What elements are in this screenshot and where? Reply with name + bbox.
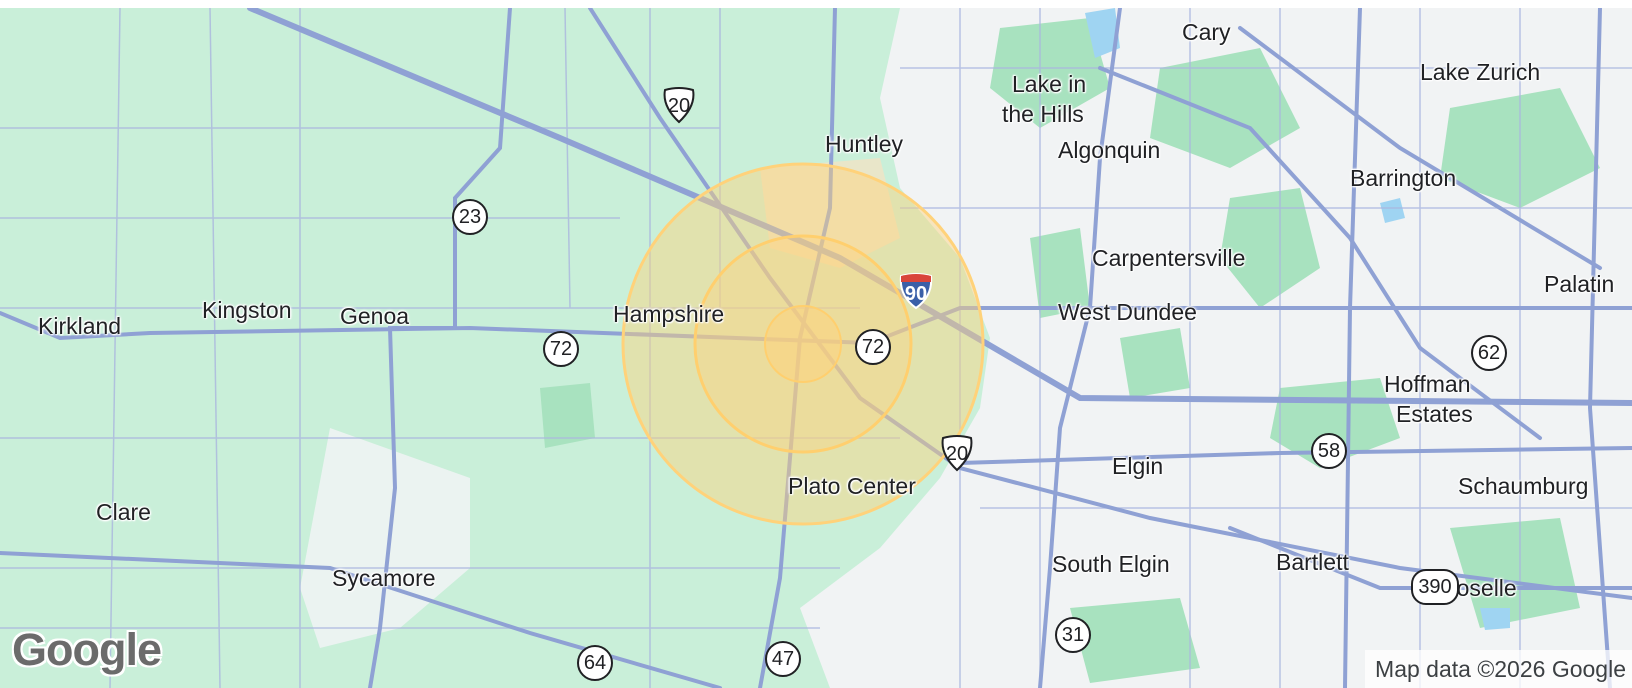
map-base-layer — [0, 8, 1632, 688]
place-label: Genoa — [340, 303, 410, 329]
place-label: Cary — [1182, 19, 1231, 45]
route-shield-il-72: 72 — [854, 328, 892, 366]
route-number: 58 — [1317, 440, 1341, 462]
park-areas — [540, 18, 1600, 683]
route-number: 47 — [771, 648, 795, 670]
route-shield-il-58: 58 — [1310, 432, 1348, 470]
route-shield-il-47: 47 — [764, 640, 802, 678]
place-label: Sycamore — [332, 565, 436, 591]
place-label: Estates — [1396, 401, 1473, 427]
place-label: Algonquin — [1058, 137, 1161, 163]
route-shield-us-20: 20 — [938, 434, 976, 472]
place-label: Lake in — [1012, 71, 1087, 97]
state-route-shield-icon — [855, 329, 891, 365]
route-shield-il-64: 64 — [576, 644, 614, 682]
route-shield-icon — [1411, 569, 1459, 605]
route-number: 23 — [458, 206, 482, 228]
route-shield-il-72: 72 — [542, 330, 580, 368]
state-route-shield-icon — [543, 331, 579, 367]
state-route-shield-icon — [1311, 433, 1347, 469]
state-route-shield-icon — [765, 641, 801, 677]
google-logo: Google — [12, 624, 162, 675]
route-number: 31 — [1061, 624, 1085, 646]
map-attribution[interactable]: Map data ©2026 Google — [1365, 650, 1632, 688]
major-roads — [0, 8, 1632, 688]
state-route-shield-icon — [452, 199, 488, 235]
route-number: 390 — [1418, 576, 1452, 598]
route-shield-us-20: 20 — [660, 86, 698, 124]
place-label: Schaumburg — [1458, 473, 1589, 499]
place-label: Palatin — [1544, 271, 1615, 297]
place-label: Clare — [96, 499, 151, 525]
place-label: Kingston — [202, 297, 292, 323]
route-number: 72 — [861, 336, 885, 358]
place-label: West Dundee — [1058, 299, 1197, 325]
us-highway-shield-icon — [663, 87, 695, 124]
place-label: Kirkland — [38, 313, 122, 339]
route-shield-il-23: 23 — [451, 198, 489, 236]
route-number: 20 — [667, 95, 691, 117]
route-number: 72 — [549, 338, 573, 360]
place-label: South Elgin — [1052, 551, 1170, 577]
route-shield-il-62: 62 — [1470, 334, 1508, 372]
place-label: Hoffman — [1384, 371, 1471, 397]
route-shield-il-31: 31 — [1054, 616, 1092, 654]
water-bodies — [1085, 8, 1510, 630]
state-route-shield-icon — [1471, 335, 1507, 371]
place-label: Huntley — [825, 131, 903, 157]
route-shield-i-90: 90 — [897, 272, 935, 310]
place-label: Plato Center — [788, 473, 916, 499]
us-highway-shield-icon — [941, 435, 973, 472]
route-number: 20 — [945, 443, 969, 465]
state-route-shield-icon — [1055, 617, 1091, 653]
place-label: Elgin — [1112, 453, 1164, 479]
route-number: 64 — [583, 652, 607, 674]
place-label: Lake Zurich — [1420, 59, 1541, 85]
map-canvas[interactable]: Cary Lake Zurich Lake in the Hills Huntl… — [0, 8, 1632, 688]
interstate-shield-icon — [899, 273, 933, 310]
state-route-shield-icon — [577, 645, 613, 681]
route-number: 90 — [904, 283, 928, 305]
route-shield-us-390: 390 — [1410, 568, 1460, 606]
radius-rings — [621, 162, 985, 526]
route-number: 62 — [1477, 342, 1501, 364]
place-label: Barrington — [1350, 165, 1457, 191]
place-label: the Hills — [1002, 101, 1084, 127]
place-label: Hampshire — [613, 301, 725, 327]
radius-ring-inner — [764, 305, 842, 383]
place-label: Carpentersville — [1092, 245, 1246, 271]
place-label: Bartlett — [1276, 549, 1349, 575]
